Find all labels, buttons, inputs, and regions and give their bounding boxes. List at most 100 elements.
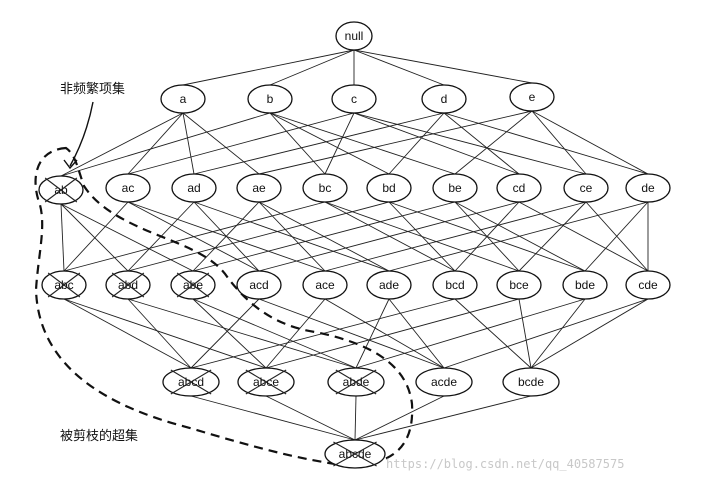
node-acde: acde <box>415 367 473 397</box>
pruned-cross-icon <box>170 369 212 395</box>
edge-ac-abc <box>63 201 129 272</box>
edge-abc-abce <box>63 298 267 369</box>
edge-null-a <box>182 49 355 86</box>
edge-ce-bce <box>518 201 587 272</box>
pruned-cross-icon <box>335 369 377 395</box>
edge-de-ade <box>388 201 649 272</box>
edge-cde-bcde <box>530 298 649 369</box>
edge-e-ce <box>531 110 587 175</box>
pruned-supersets-label: 被剪枝的超集 <box>60 428 138 444</box>
edge-e-be <box>454 110 533 175</box>
node-ellipse <box>432 173 478 203</box>
edge-null-d <box>353 49 445 86</box>
edge-d-de <box>443 112 649 175</box>
edge-acd-abcd <box>190 298 260 369</box>
node-null: null <box>335 21 373 51</box>
edge-ab-abc <box>60 203 65 272</box>
node-ellipse <box>563 173 609 203</box>
edge-b-bd <box>269 112 390 175</box>
edge-a-ab <box>60 112 184 177</box>
node-ab: ab <box>38 175 84 205</box>
node-ellipse <box>421 84 467 114</box>
pruned-cross-icon <box>176 272 210 298</box>
edge-abce-abcde <box>265 395 356 441</box>
node-label: acd <box>249 278 268 292</box>
edge-b-ab <box>60 112 271 177</box>
node-label: cd <box>513 181 526 195</box>
node-cde: cde <box>625 270 671 300</box>
edge-bde-abde <box>355 298 586 369</box>
node-ace: ace <box>302 270 348 300</box>
edge-bc-abc <box>63 201 326 272</box>
node-label: acde <box>431 375 457 389</box>
edge-abd-abde <box>127 298 357 369</box>
node-label: cde <box>638 278 658 292</box>
node-label: bc <box>319 181 332 195</box>
node-bd: bd <box>366 173 412 203</box>
node-label: b <box>267 92 274 106</box>
edge-cde-acde <box>443 298 649 369</box>
node-bcde: bcde <box>502 367 560 397</box>
pruned-cross-icon <box>333 441 377 467</box>
node-abde: abde <box>327 367 385 397</box>
node-ade: ade <box>366 270 412 300</box>
node-ce: ce <box>563 173 609 203</box>
node-label: bd <box>382 181 395 195</box>
node-e: e <box>509 82 555 112</box>
node-label: bde <box>575 278 595 292</box>
node-ellipse <box>236 270 282 300</box>
node-abd: abd <box>105 270 151 300</box>
edge-null-e <box>353 49 533 84</box>
edge-ade-abde <box>355 298 390 369</box>
edge-b-be <box>269 112 456 175</box>
edge-bcd-bcde <box>454 298 532 369</box>
node-label: be <box>448 181 462 195</box>
edge-ab-abe <box>60 203 194 272</box>
node-label: ae <box>252 181 266 195</box>
edge-layer <box>60 49 649 441</box>
pruned-cross-icon <box>245 369 287 395</box>
node-ad: ad <box>171 173 217 203</box>
edge-d-ad <box>193 112 445 175</box>
node-ellipse <box>432 270 478 300</box>
node-layer: nullabcdeabacadaebcbdbecdcedeabcabdabeac… <box>38 21 671 469</box>
node-label: bcde <box>518 375 544 389</box>
node-ac: ac <box>105 173 151 203</box>
edge-bd-bcd <box>388 201 456 272</box>
edge-d-cd <box>443 112 520 175</box>
pruned-cross-icon <box>47 272 81 298</box>
node-ellipse <box>247 84 293 114</box>
node-ellipse <box>302 270 348 300</box>
edge-e-ae <box>258 110 533 175</box>
node-label: bce <box>509 278 529 292</box>
node-label: ade <box>379 278 399 292</box>
edge-ae-ace <box>258 201 326 272</box>
edge-null-b <box>269 49 355 86</box>
node-label: de <box>641 181 655 195</box>
node-ellipse <box>496 270 542 300</box>
edge-abde-abcde <box>354 395 357 441</box>
node-label: a <box>180 92 187 106</box>
edge-cd-bcd <box>454 201 520 272</box>
edge-d-bd <box>388 112 445 175</box>
edge-c-cd <box>353 112 520 175</box>
node-bcd: bcd <box>432 270 478 300</box>
node-de: de <box>625 173 671 203</box>
edge-ade-acde <box>388 298 445 369</box>
node-bde: bde <box>562 270 608 300</box>
edge-bde-bcde <box>530 298 586 369</box>
edge-c-bc <box>324 112 355 175</box>
node-ellipse <box>496 173 542 203</box>
node-label: null <box>345 29 364 43</box>
edge-abe-abce <box>192 298 267 369</box>
infrequent-itemset-label: 非频繁项集 <box>60 81 125 97</box>
node-acd: acd <box>236 270 282 300</box>
edge-ae-abe <box>192 201 260 272</box>
watermark-text: https://blog.csdn.net/qq_40587575 <box>386 457 624 471</box>
edge-bcde-abcde <box>354 395 532 441</box>
node-abc: abc <box>41 270 87 300</box>
node-label: ac <box>122 181 135 195</box>
